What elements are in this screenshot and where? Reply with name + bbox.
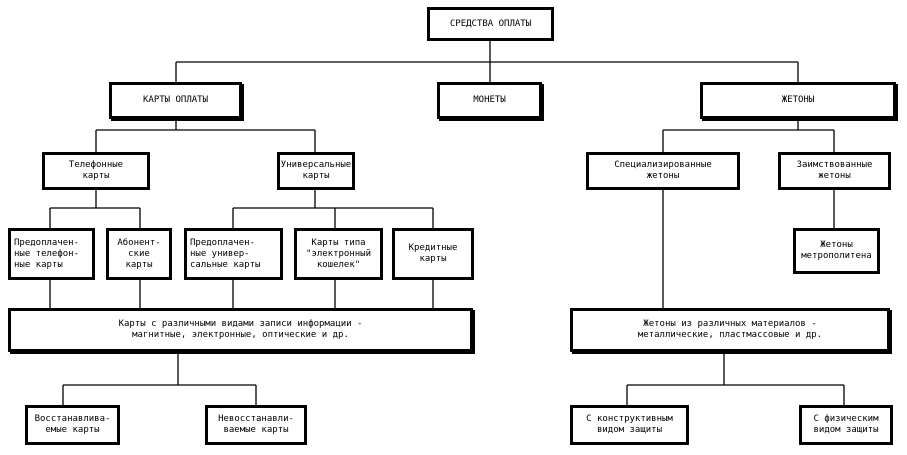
node-constructive-protection: С конструктивным видом защиты: [570, 405, 689, 445]
node-metro-tokens: Жетоны метрополитена: [793, 228, 880, 274]
node-coins: МОНЕТЫ: [437, 82, 542, 119]
node-tokens: ЖЕТОНЫ: [700, 82, 896, 119]
node-physical-protection: С физическим видом защиты: [799, 405, 893, 445]
node-specialized-tokens: Специализированные жетоны: [586, 152, 740, 190]
node-borrowed-tokens: Заимствованные жетоны: [778, 152, 891, 190]
node-credit-cards: Кредитные карты: [392, 228, 474, 280]
node-nonrestorable-cards: Невосстанавли- ваемые карты: [205, 405, 307, 445]
node-restorable-cards: Восстанавлива- емые карты: [25, 405, 120, 445]
node-prepaid-phone-cards: Предоплачен- ные телефон- ные карты: [8, 228, 95, 280]
node-prepaid-universal-cards: Предоплачен- ные универ- сальные карты: [184, 228, 283, 280]
node-payment-means: СРЕДСТВА ОПЛАТЫ: [427, 7, 554, 41]
node-subscriber-cards: Абонент- ские карты: [106, 228, 172, 280]
node-card-recording-types: Карты с различными видами записи информа…: [8, 308, 473, 352]
node-phone-cards: Телефонные карты: [42, 152, 150, 190]
node-token-materials: Жетоны из различных материалов - металли…: [570, 308, 890, 352]
node-universal-cards: Универсальные карты: [277, 152, 355, 190]
node-e-purse-cards: Карты типа "электронный кошелек": [294, 228, 383, 280]
node-payment-cards: КАРТЫ ОПЛАТЫ: [109, 82, 242, 119]
